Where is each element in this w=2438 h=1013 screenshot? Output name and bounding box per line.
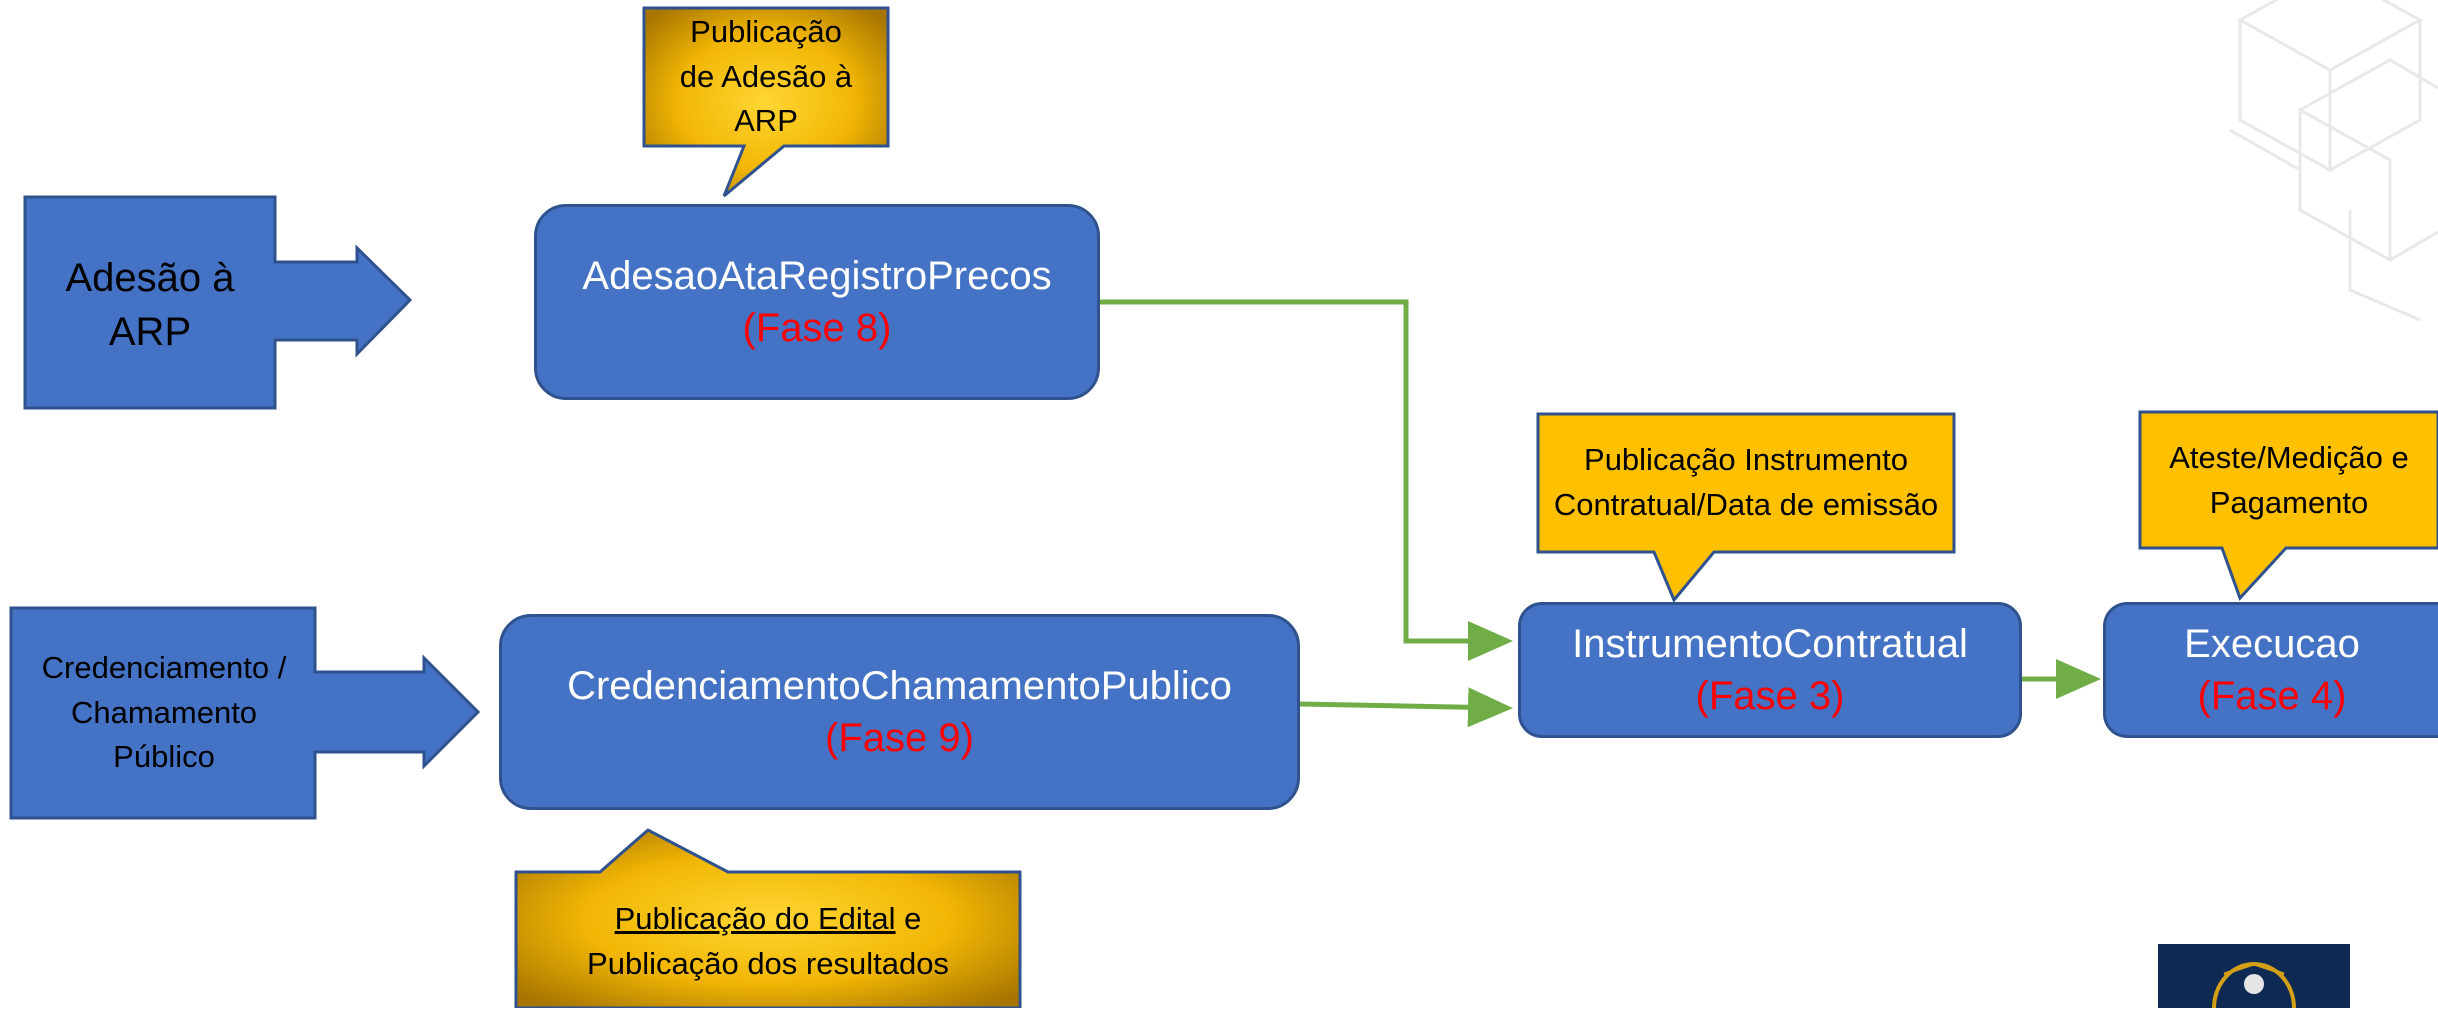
process-name: Execucao (2184, 622, 2360, 666)
edital-publication-text: Publicação do Edital e Publicação dos re… (587, 901, 949, 981)
process-name: AdesaoAtaRegistroPrecos (582, 254, 1052, 298)
execucao-publication-text: Ateste/Medição e Pagamento (2169, 440, 2409, 520)
credenciamento-entry-label: Credenciamento / Chamamento Público (41, 649, 287, 775)
execucao-publication-callout (2138, 410, 2438, 601)
decorative-cubes-graphic (2229, 0, 2438, 322)
adesao-entry-label: Adesão à ARP (65, 256, 235, 354)
adesao-entry-arrow (23, 195, 413, 410)
execucao-process: Execucao (Fase 4) (2103, 602, 2438, 738)
credenciamento-process: CredenciamentoChamamentoPublico (Fase 9) (499, 614, 1300, 810)
adesao-ata-process: AdesaoAtaRegistroPrecos (Fase 8) (534, 204, 1100, 400)
edital-link-text: Publicação do Edital (614, 901, 896, 937)
process-name: CredenciamentoChamamentoPublico (567, 664, 1232, 708)
edital-publication-callout (514, 828, 1022, 1008)
instrumento-process: InstrumentoContratual (Fase 3) (1518, 602, 2022, 738)
emblem-icon (2212, 962, 2296, 1013)
instrumento-publication-text: Publicação Instrumento Contratual/Data d… (1553, 442, 1939, 522)
connector-adesao-to-instrumento (1100, 299, 1513, 661)
process-phase: (Fase 8) (742, 306, 892, 350)
emblem-logo (2158, 944, 2350, 1013)
connector-credenciamento-to-instrumento (1299, 687, 1513, 728)
credenciamento-entry-arrow (9, 606, 481, 820)
instrumento-publication-callout (1536, 412, 1956, 603)
adesao-publication-callout (642, 6, 890, 198)
process-phase: (Fase 4) (2197, 674, 2347, 718)
adesao-publication-text: Publicação de Adesão à ARP (679, 13, 853, 139)
process-phase: (Fase 3) (1695, 674, 1845, 718)
process-phase: (Fase 9) (825, 716, 974, 760)
process-name: InstrumentoContratual (1572, 622, 1968, 666)
